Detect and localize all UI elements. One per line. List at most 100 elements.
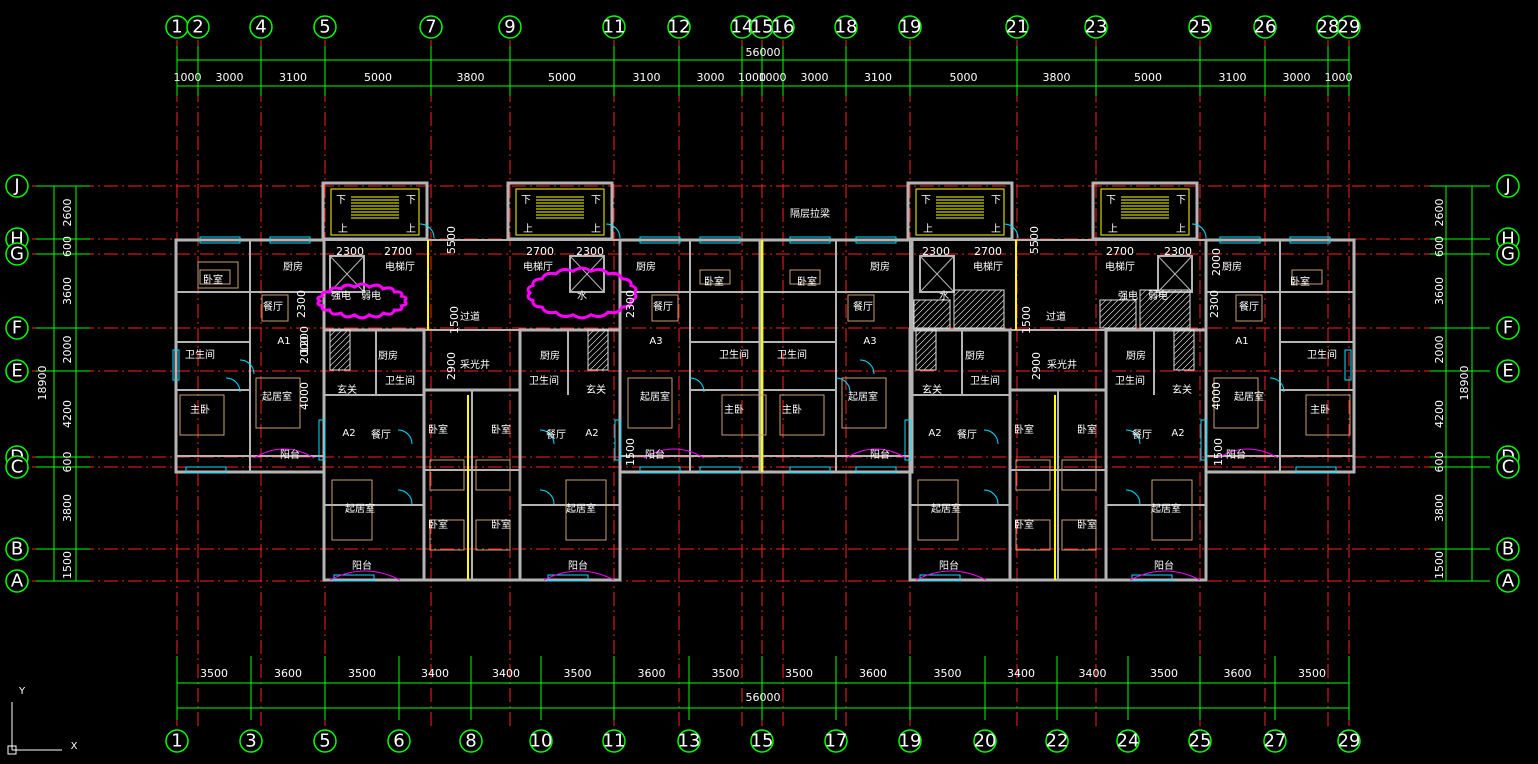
axis-bubble-circle: [1496, 359, 1520, 383]
left-side-dim: 4200: [61, 400, 74, 428]
axis-bubble-circle: [1263, 729, 1287, 753]
room-label: 起居室: [262, 390, 292, 403]
stair-up-label: 上: [1108, 223, 1118, 235]
axis-bubble-circle: [1005, 15, 1029, 39]
bottom-segment-dim: 3600: [1224, 667, 1252, 680]
left-side-dim: 3600: [61, 277, 74, 305]
axis-bubble-label: 3: [245, 731, 256, 752]
ucs-icon: YX: [7, 686, 78, 755]
stair-down-label: 下: [1176, 195, 1186, 206]
hatch-line: [337, 357, 351, 371]
inner-dim: 2300: [1208, 290, 1221, 318]
top-segment-dim: 1000: [759, 71, 787, 84]
stair-down-label: 下: [591, 195, 601, 206]
inner-dim: 4000: [298, 382, 311, 410]
hatch-line: [913, 299, 921, 307]
furniture-item: [847, 294, 875, 322]
top-axis-bubble: 18: [834, 15, 858, 39]
balcony-arc: [329, 570, 401, 581]
hatch-line: [329, 329, 349, 349]
axis-bubble-label: 17: [825, 731, 848, 752]
axis-bubble-circle: [5, 174, 29, 198]
right-total-dim: 18900: [1458, 366, 1471, 401]
room-label: 主卧: [190, 403, 210, 416]
hatch-line: [1139, 289, 1177, 327]
hatch-line: [1173, 333, 1195, 355]
revision-cloud: [316, 282, 408, 320]
balcony-arc: [915, 570, 987, 581]
furniture-item: [199, 269, 231, 285]
unit-outline-a2r: [518, 328, 622, 582]
furniture-item: [261, 294, 289, 322]
axis-bubble-label: 15: [751, 17, 774, 38]
top-axis-bubble: 9: [498, 15, 522, 39]
hatch-line: [915, 345, 937, 367]
hatch-line: [963, 289, 1003, 329]
door-swing: [1125, 489, 1141, 505]
right-side-dim: 1500: [1433, 551, 1446, 579]
axis-bubble-label: 28: [1317, 17, 1340, 38]
room-label: 阳台: [870, 448, 890, 461]
hatch-line: [1125, 317, 1137, 329]
furniture-item: [1015, 519, 1051, 551]
axis-bubble-circle: [186, 15, 210, 39]
window: [855, 236, 897, 244]
left-axis-bubble: J: [5, 174, 29, 198]
door-swing: [1269, 377, 1285, 393]
axis-bubble-label: 25: [1189, 17, 1212, 38]
room-label: 卧室: [797, 275, 817, 288]
inner-dim: 1500: [1020, 306, 1033, 334]
room-label: 过道: [1046, 310, 1066, 323]
hatch-line: [923, 357, 937, 371]
top-axis-bubble: 15: [750, 15, 774, 39]
furniture-item: [1061, 459, 1097, 491]
hatch-line: [331, 351, 351, 371]
furniture-item: [565, 479, 607, 541]
hatch-line: [1113, 305, 1137, 329]
hatch-line: [595, 357, 609, 371]
axis-bubble-label: J: [1504, 176, 1510, 197]
furniture-item: [429, 519, 465, 551]
top-axis-bubble: 19: [898, 15, 922, 39]
room-label: A2: [928, 428, 941, 439]
window: [639, 466, 681, 474]
balcony-arc: [643, 448, 705, 459]
room-label: 主卧: [724, 403, 744, 416]
top-axis-bubble: 21: [1005, 15, 1029, 39]
room-label: 起居室: [566, 502, 596, 515]
hatch-line: [1099, 299, 1113, 313]
room-label: 采光井: [1047, 358, 1077, 371]
hatch-line: [987, 311, 1005, 329]
bottom-segment-dim: 3500: [1150, 667, 1178, 680]
hatch-line: [343, 363, 351, 371]
axis-bubble-label: J: [13, 176, 19, 197]
inner-dim: 2000: [298, 336, 311, 364]
right-axis-bubble: J: [1496, 174, 1520, 198]
hatch-line: [587, 333, 609, 355]
window: [199, 236, 241, 244]
room-label: A2: [1171, 428, 1184, 439]
hatch-line: [1099, 299, 1107, 307]
room-label: 阳台: [568, 559, 588, 572]
hatched-shaft: [953, 289, 1005, 329]
hatch-line: [1179, 317, 1191, 329]
axis-bubble-label: 25: [1189, 731, 1212, 752]
axis-bubble-label: 26: [1254, 17, 1277, 38]
room-label: 卧室: [491, 518, 511, 531]
top-axis-bubble: 28: [1316, 15, 1340, 39]
room-label: 卧室: [1014, 518, 1034, 531]
window: [699, 466, 741, 474]
room-label: 玄关: [337, 383, 357, 396]
axis-bubble-circle: [5, 359, 29, 383]
balcony-arc: [845, 448, 907, 459]
hatch-line: [953, 289, 961, 297]
hatch-line: [1149, 289, 1189, 329]
hatch-line: [969, 293, 1005, 329]
axis-bubble-label: C: [11, 457, 24, 478]
right-axis-bubble: B: [1496, 537, 1520, 561]
bottom-segment-dim: 3600: [638, 667, 666, 680]
bottom-axis-bubble: 22: [1045, 729, 1069, 753]
hatch-line: [1107, 299, 1137, 329]
hatch-line: [913, 299, 933, 319]
bottom-axis-bubble: 20: [973, 729, 997, 753]
